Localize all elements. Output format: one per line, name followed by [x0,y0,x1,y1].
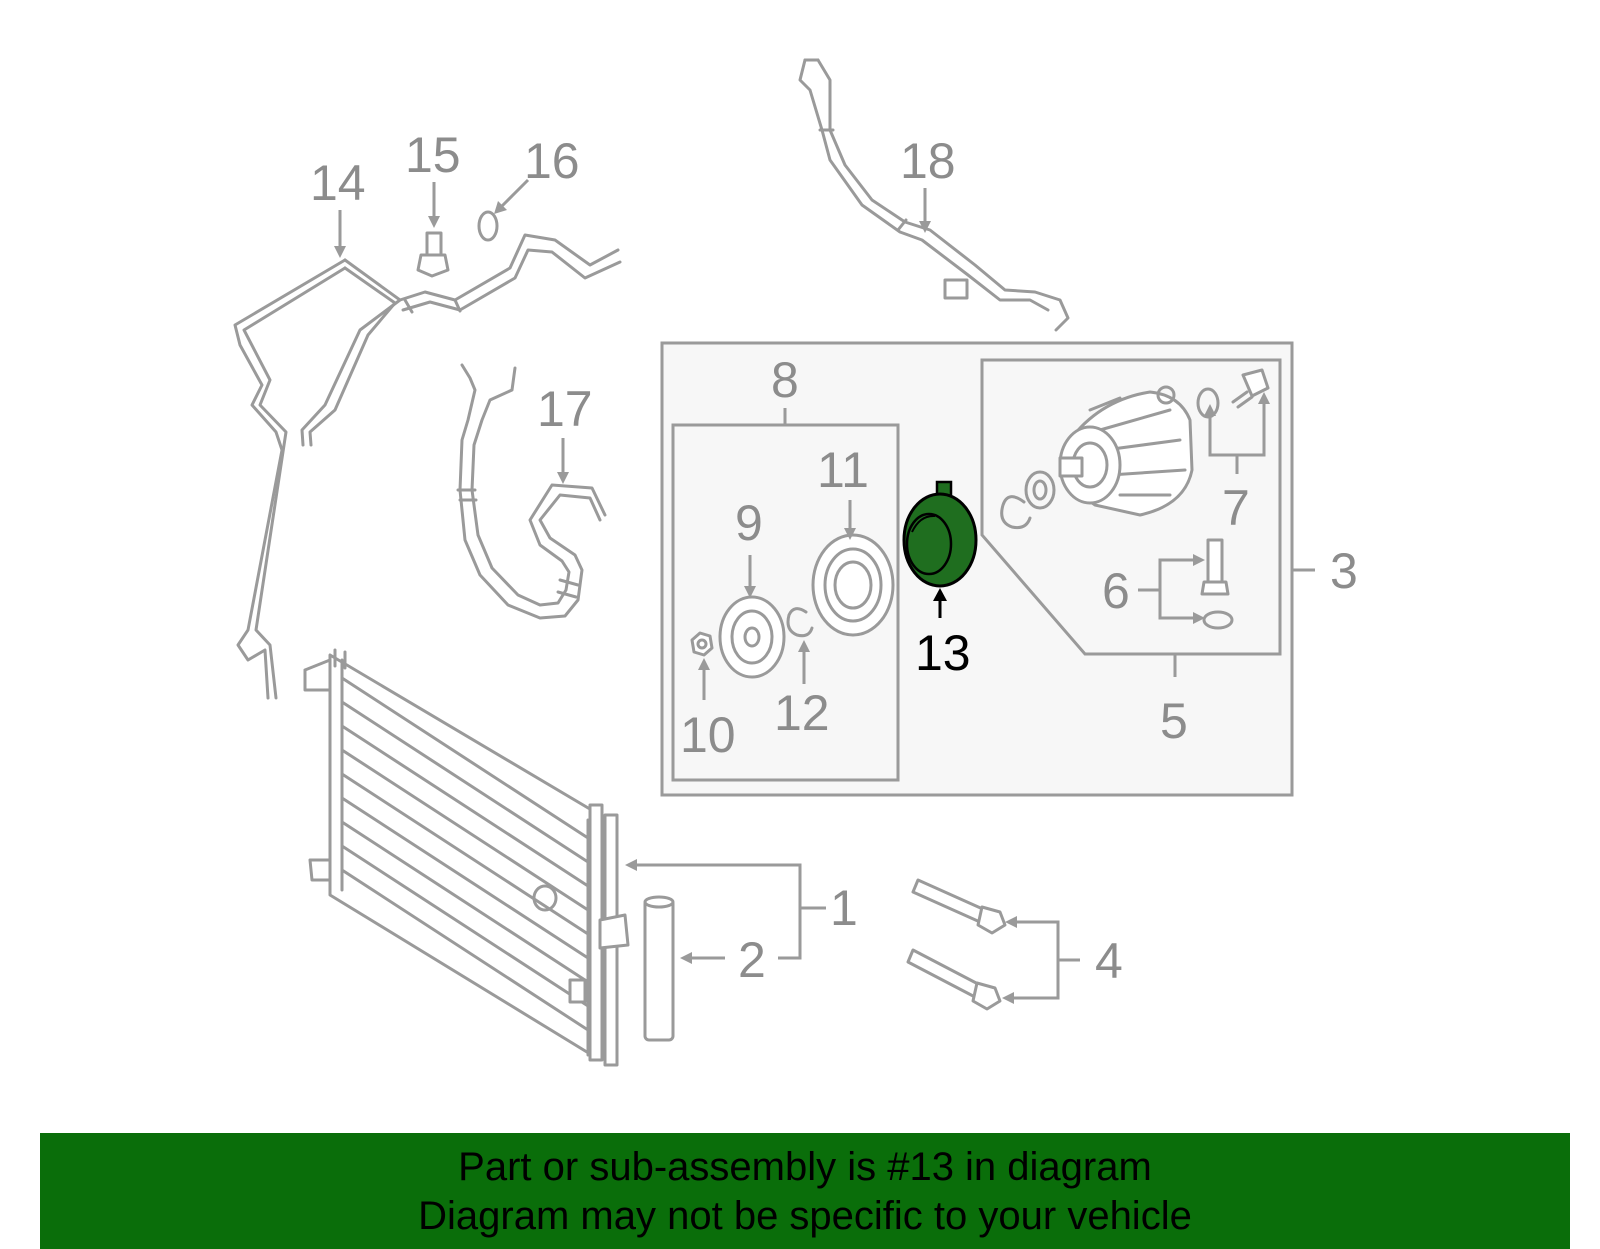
arrow-6 [1193,554,1205,624]
leader-4 [1012,920,1080,1000]
arrow-11 [844,528,856,540]
callout-6: 6 [1102,563,1130,619]
bolt-4b-icon [906,948,1002,1011]
callout-18: 18 [900,133,956,189]
clutch-hub-plate-icon [718,595,786,679]
callout-16: 16 [524,133,580,189]
compressor-shaft-seal-icon [1024,470,1056,510]
oring-16-icon [477,210,499,242]
leader-16 [498,178,530,210]
callout-8: 8 [771,352,799,408]
arrow-14 [334,246,346,258]
receiver-drier-2-icon [643,895,675,1042]
arrow-16 [494,201,507,214]
callout-3: 3 [1330,543,1358,599]
callout-11: 11 [817,442,869,498]
arrow-13 [933,588,947,601]
compressor-icon [1058,385,1194,517]
callout-1: 1 [830,880,858,936]
condenser-1-icon [303,648,630,1067]
callout-14: 14 [310,155,366,211]
banner-part-line: Part or sub-assembly is #13 in diagram [458,1145,1152,1189]
callout-2: 2 [738,932,766,988]
info-banner: Part or sub-assembly is #13 in diagram D… [40,1133,1570,1249]
compressor-oring-7-icon [1196,387,1220,419]
compressor-snap-ring-icon [1000,495,1032,530]
leader-1 [635,863,826,960]
arrow-4 [1002,916,1017,1004]
leader-6 [1138,558,1200,620]
callout-13: 13 [915,625,971,681]
compressor-oring-6-icon [1202,610,1234,630]
arrow-10 [698,658,710,670]
arrow-17 [557,472,569,484]
callout-9: 9 [735,495,763,551]
callout-4: 4 [1095,933,1123,989]
clutch-hub-nut-icon [690,631,714,657]
arrow-18 [919,221,931,233]
arrow-1 [625,859,637,871]
arrow-2 [680,952,692,964]
clutch-snap-ring-icon [786,607,814,638]
hose-17-icon [456,363,607,620]
callout-7: 7 [1222,480,1250,536]
callout-5: 5 [1160,693,1188,749]
leader-7 [1208,398,1266,474]
banner-disclaimer-line: Diagram may not be specific to your vehi… [418,1194,1192,1238]
arrow-12 [798,640,810,652]
ac-line-14-icon [233,233,622,700]
compressor-bolt-6-icon [1200,538,1230,596]
bolt-4a-icon [911,878,1007,935]
clutch-pulley-icon [811,533,895,637]
callout-12: 12 [774,685,830,741]
ac-line-18-icon [798,58,1070,332]
callout-10: 10 [680,707,736,763]
arrow-15 [428,216,440,228]
field-coil-part-13-icon [902,480,978,588]
bolt-15-icon [416,231,450,278]
compressor-bolt-7-icon [1231,368,1270,409]
arrow-7 [1204,392,1270,416]
arrow-9 [744,586,756,598]
callout-15: 15 [405,127,461,183]
callout-17: 17 [537,381,593,437]
